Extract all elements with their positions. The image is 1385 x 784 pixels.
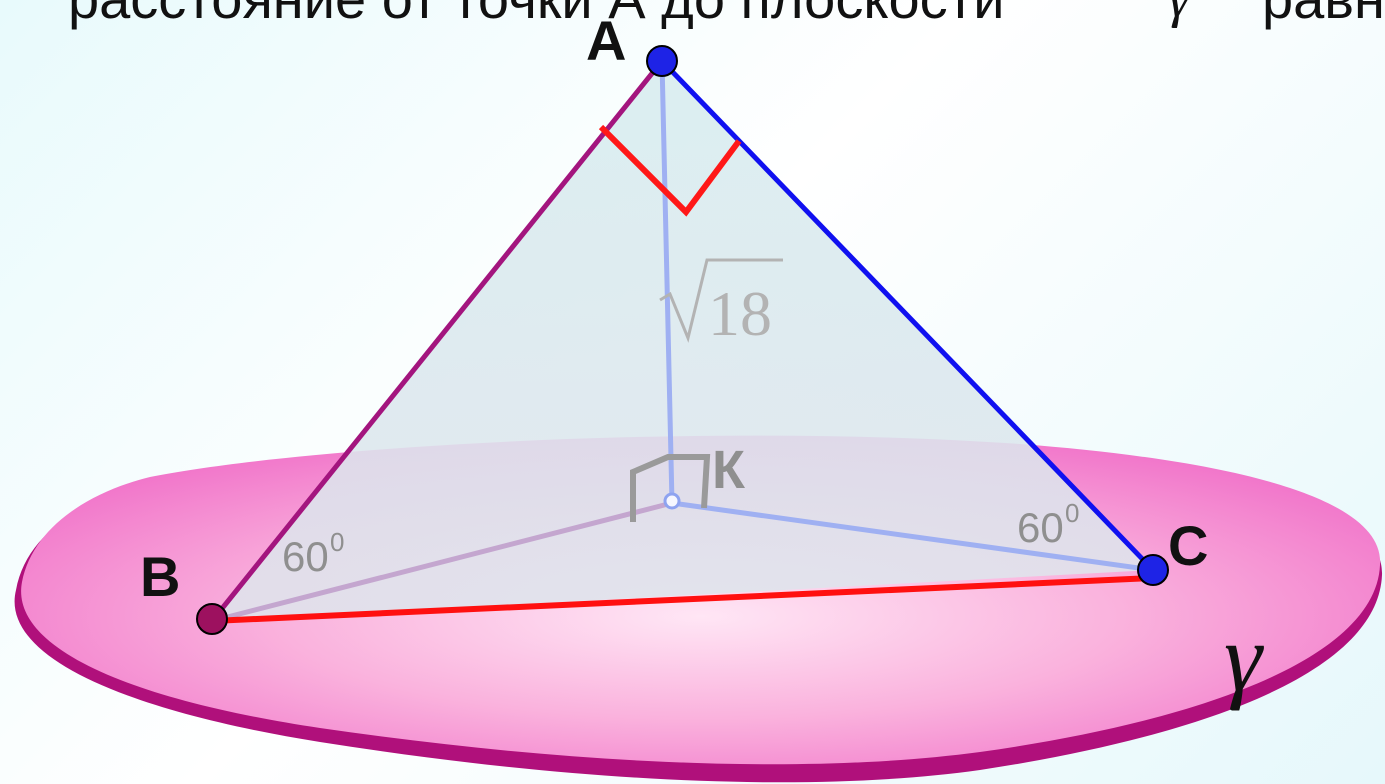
height-ak <box>659 58 675 506</box>
header-text-before: расстояние от точки А до плоскости <box>68 0 1005 30</box>
point-b <box>196 603 228 635</box>
label-a: А <box>586 9 626 72</box>
triangle-face-abc <box>212 61 1153 621</box>
right-angle-mark-a <box>598 124 742 217</box>
projection-kc <box>669 500 1156 573</box>
angle-c-degree: 0 <box>1065 498 1079 528</box>
right-angle-mark-k <box>630 454 711 522</box>
label-c: С <box>1168 514 1208 577</box>
radical-sign <box>659 258 783 343</box>
edge-bc <box>211 575 1154 624</box>
projection-bk <box>209 500 675 624</box>
edge-ab <box>210 59 664 623</box>
header-text-after: равно <box>1262 0 1385 30</box>
header-sentence: расстояние от точки А до плоскости γ рав… <box>68 0 1385 30</box>
point-k <box>663 492 681 510</box>
edge-ac <box>660 59 1155 572</box>
angle-b-value: 60 <box>282 533 329 580</box>
plane-label-gamma: γ <box>1224 604 1264 711</box>
point-c <box>1137 554 1169 586</box>
angle-b-degree: 0 <box>330 527 344 557</box>
angle-label-c: 60 0 <box>1017 498 1079 551</box>
angle-label-b: 60 0 <box>282 527 344 580</box>
angle-c-value: 60 <box>1017 504 1064 551</box>
label-k: К <box>712 440 746 500</box>
label-b: В <box>140 545 180 608</box>
height-label: 18 <box>659 258 783 349</box>
radicand: 18 <box>708 278 772 349</box>
header-gamma-symbol: γ <box>1168 0 1192 29</box>
point-a <box>646 45 678 77</box>
